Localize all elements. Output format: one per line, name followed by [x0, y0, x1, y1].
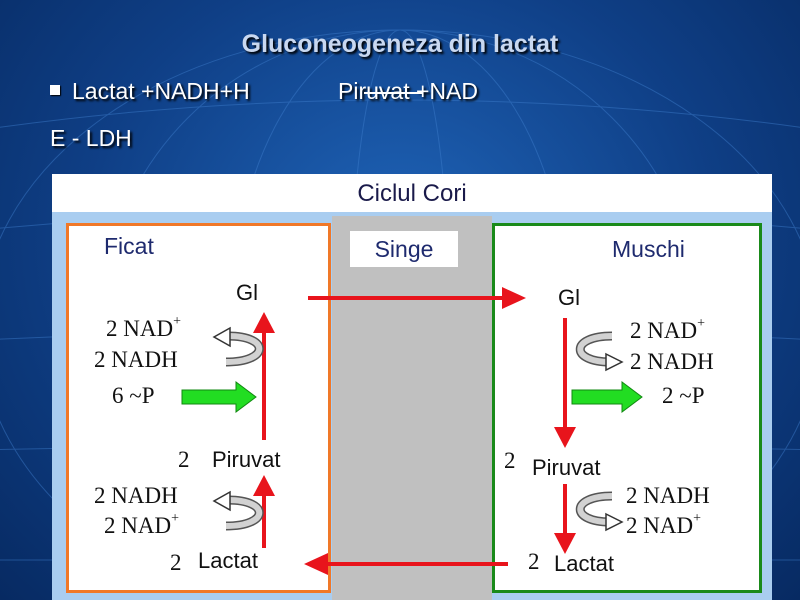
- enzyme-label: E - LDH: [50, 125, 132, 151]
- reaction-left: Lactat +NADH+H: [72, 78, 250, 104]
- muscle-nadh-top: 2 NADH: [630, 349, 714, 374]
- lactate-transport-arrow: [304, 553, 508, 575]
- muscle-glucose: Gl: [558, 285, 580, 310]
- muscle-heading: Muschi: [612, 236, 685, 262]
- liver-nad-top: 2 NAD+: [106, 314, 181, 341]
- reaction-right: Piruvat +NAD: [338, 78, 478, 104]
- muscle-lactat: Lactat: [554, 551, 614, 576]
- liver-piruvat-coef: 2: [178, 447, 190, 472]
- liver-lactat: Lactat: [198, 548, 258, 573]
- liver-piruvat: Piruvat: [212, 447, 281, 472]
- reaction-arrow-icon: [364, 92, 422, 94]
- blood-column: [332, 216, 492, 600]
- muscle-lactat-coef: 2: [528, 549, 540, 574]
- liver-nadh-bottom: 2 NADH: [94, 483, 178, 508]
- reaction-line: Lactat +NADH+H Piruvat +NAD: [50, 78, 478, 105]
- liver-glucose: Gl: [236, 280, 258, 305]
- liver-lactate-oxidation-arrow: [253, 475, 275, 548]
- muscle-energy: 2 ~P: [662, 383, 705, 408]
- muscle-energy-arrow-icon: [571, 381, 643, 413]
- liver-box: [66, 223, 331, 593]
- bullet-square-icon: [50, 84, 60, 95]
- muscle-nad-bottom: 2 NAD+: [626, 511, 701, 538]
- muscle-piruvat: Piruvat: [532, 455, 601, 480]
- liver-energy-arrow-icon: [181, 381, 257, 413]
- liver-cofactor-bottom-arrow-icon: [212, 490, 264, 531]
- liver-cofactor-top-arrow-icon: [212, 326, 264, 367]
- muscle-nad-top: 2 NAD+: [630, 316, 705, 343]
- liver-nad-bottom: 2 NAD+: [104, 511, 179, 538]
- muscle-cofactor-top-arrow-icon: [575, 331, 624, 372]
- liver-nadh-top: 2 NADH: [94, 347, 178, 372]
- diagram-title: Ciclul Cori: [52, 174, 772, 212]
- muscle-piruvat-coef: 2: [504, 448, 516, 473]
- liver-heading: Ficat: [104, 233, 154, 259]
- muscle-cofactor-bottom-arrow-icon: [575, 491, 624, 532]
- liver-energy: 6 ~P: [112, 383, 155, 408]
- liver-gluconeogenesis-arrow: [253, 312, 275, 440]
- muscle-nadh-bottom: 2 NADH: [626, 483, 710, 508]
- muscle-glycolysis-arrow: [554, 318, 576, 448]
- glucose-transport-arrow: [308, 287, 526, 309]
- liver-lactat-coef: 2: [170, 550, 182, 575]
- blood-label: Singe: [350, 231, 458, 267]
- slide-title: Gluconeogeneza din lactat: [241, 30, 559, 58]
- muscle-lactate-formation-arrow: [554, 484, 576, 554]
